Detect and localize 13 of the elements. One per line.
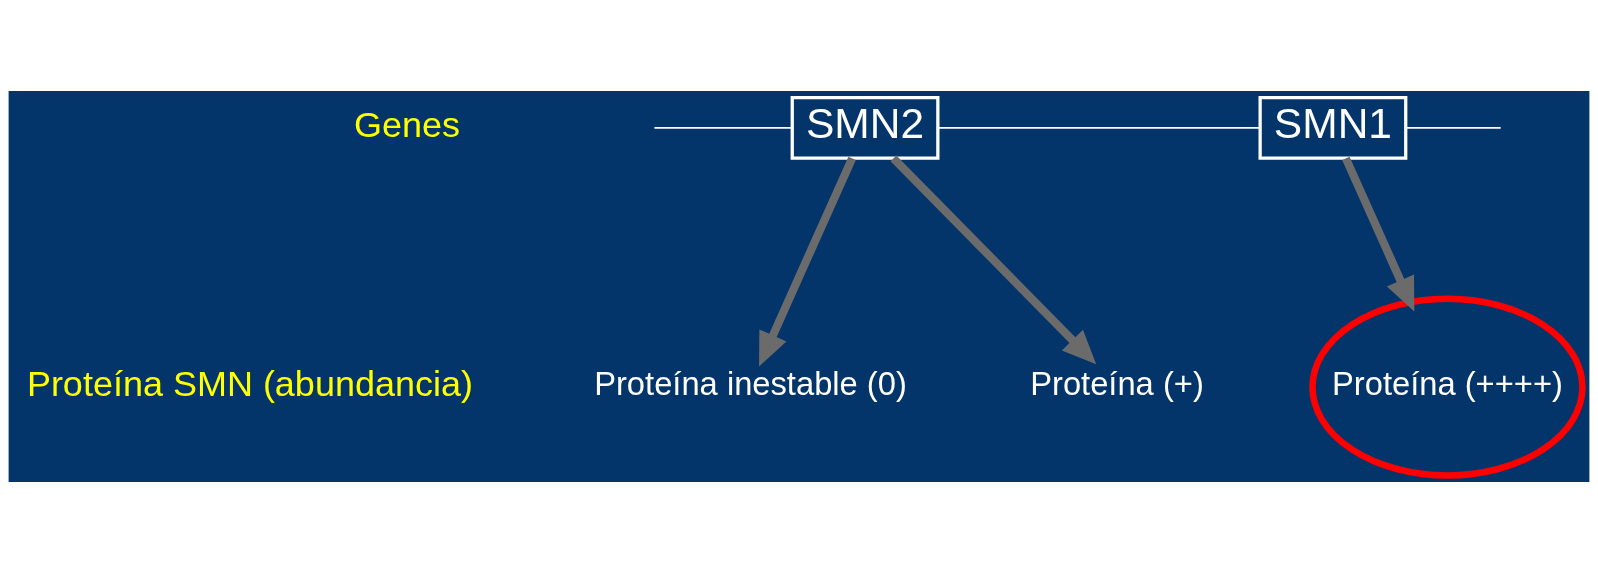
- connector: [1405, 126, 1502, 129]
- node-box: SMN2: [790, 95, 940, 160]
- arrow: [890, 154, 1097, 364]
- node-text: Proteína (+): [1030, 364, 1204, 402]
- node-ellipse: Proteína (++++): [1309, 295, 1586, 479]
- arrow: [1342, 156, 1415, 311]
- arrow: [759, 156, 856, 366]
- label: Proteína SMN (abundancia): [26, 362, 473, 404]
- node-text: Proteína inestable (0): [594, 364, 907, 402]
- node-box: SMN1: [1258, 95, 1408, 160]
- connector: [653, 126, 794, 129]
- connector: [937, 126, 1261, 129]
- label: Genes: [353, 103, 460, 145]
